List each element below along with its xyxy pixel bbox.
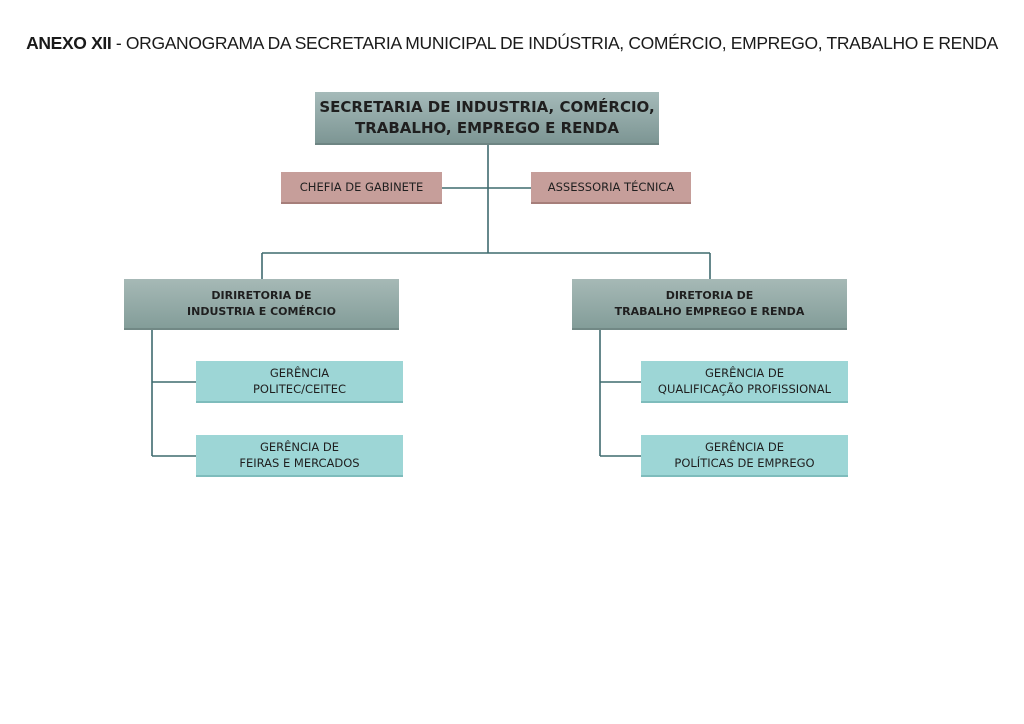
director-industry-commerce-node: DIRIRETORIA DE INDUSTRIA E COMÉRCIO bbox=[124, 279, 399, 330]
director-work-employment-line-2: TRABALHO EMPREGO E RENDA bbox=[614, 304, 805, 318]
secretariat-node: SECRETARIA DE INDUSTRIA, COMÉRCIO, TRABA… bbox=[315, 92, 659, 145]
manager-politec-line-1: GERÊNCIA bbox=[269, 366, 330, 380]
technical-advisory-label: ASSESSORIA TÉCNICA bbox=[547, 180, 675, 194]
director-work-employment-node: DIRETORIA DE TRABALHO EMPREGO E RENDA bbox=[572, 279, 847, 330]
page-title: ANEXO XII - ORGANOGRAMA DA SECRETARIA MU… bbox=[0, 33, 1024, 54]
title-prefix: ANEXO XII bbox=[26, 33, 112, 53]
secretariat-label-line-2: TRABALHO, EMPREGO E RENDA bbox=[354, 118, 619, 137]
manager-politec-line-2: POLITEC/CEITEC bbox=[253, 382, 346, 396]
manager-professional-qualification-line-2: QUALIFICAÇÃO PROFISSIONAL bbox=[657, 382, 832, 396]
manager-fairs-markets-line-2: FEIRAS E MERCADOS bbox=[239, 456, 360, 470]
cabinet-chief-node: CHEFIA DE GABINETE bbox=[281, 172, 442, 204]
title-text: - ORGANOGRAMA DA SECRETARIA MUNICIPAL DE… bbox=[111, 33, 998, 53]
director-work-employment-line-1: DIRETORIA DE bbox=[665, 288, 754, 302]
director-industry-commerce-line-2: INDUSTRIA E COMÉRCIO bbox=[187, 304, 336, 318]
manager-employment-policies-line-2: POLÍTICAS DE EMPREGO bbox=[674, 456, 815, 470]
manager-employment-policies-line-1: GERÊNCIA DE bbox=[704, 440, 785, 454]
manager-politec-node: GERÊNCIA POLITEC/CEITEC bbox=[196, 361, 403, 403]
manager-employment-policies-node: GERÊNCIA DE POLÍTICAS DE EMPREGO bbox=[641, 435, 848, 477]
manager-professional-qualification-node: GERÊNCIA DE QUALIFICAÇÃO PROFISSIONAL bbox=[641, 361, 848, 403]
manager-fairs-markets-node: GERÊNCIA DE FEIRAS E MERCADOS bbox=[196, 435, 403, 477]
secretariat-label-line-1: SECRETARIA DE INDUSTRIA, COMÉRCIO, bbox=[319, 97, 655, 116]
technical-advisory-node: ASSESSORIA TÉCNICA bbox=[531, 172, 691, 204]
cabinet-chief-label: CHEFIA DE GABINETE bbox=[299, 180, 424, 194]
manager-professional-qualification-line-1: GERÊNCIA DE bbox=[704, 366, 785, 380]
manager-fairs-markets-line-1: GERÊNCIA DE bbox=[259, 440, 340, 454]
director-industry-commerce-line-1: DIRIRETORIA DE bbox=[211, 288, 312, 302]
